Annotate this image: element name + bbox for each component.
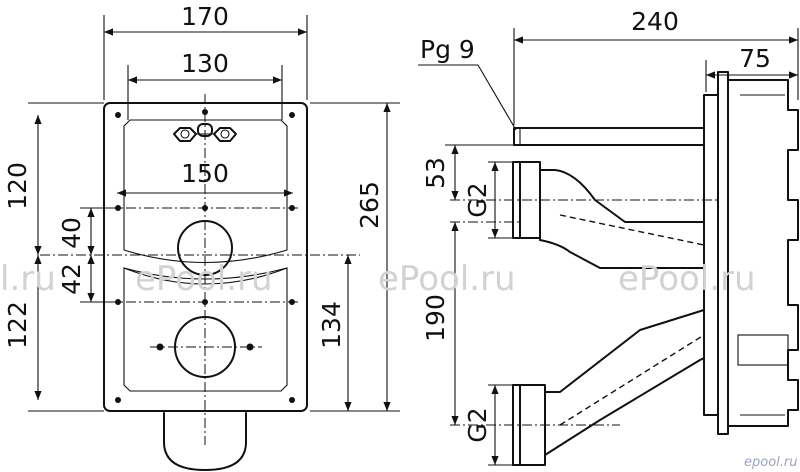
g2-upper: G2 (463, 161, 513, 239)
watermark-1: l.ru (0, 259, 56, 299)
front-view: 170 130 150 265 134 (3, 2, 400, 471)
side-lower-pipe (512, 309, 705, 466)
pg9-callout: Pg 9 (418, 35, 517, 131)
side-upper-pipe (512, 161, 705, 269)
side-gland-rod (513, 127, 705, 146)
dim-offset-42: 42 (57, 263, 86, 295)
dim-overall-width: 170 (181, 2, 229, 31)
side-body (727, 79, 799, 427)
watermarks: l.ru ePool.ru ePool.ru ePool.ru (0, 259, 756, 299)
dim-lower-height: 134 (317, 301, 346, 349)
label-g2-upper: G2 (463, 182, 492, 217)
dim-130: 130 (127, 49, 283, 120)
dim-150: 150 (117, 159, 293, 197)
dim-upper-section: 120 (3, 162, 32, 210)
side-flange-lip (717, 71, 729, 435)
g2-lower: G2 (463, 384, 513, 466)
watermark-3: ePool.ru (378, 259, 516, 299)
upper-hole (177, 220, 233, 276)
dim-flange-depth: 75 (739, 44, 771, 73)
dim-inner-width: 150 (181, 159, 229, 188)
cable-glands-front (173, 123, 237, 142)
side-flange (703, 94, 719, 416)
dim-vertical-spacing: 190 (421, 294, 450, 342)
dim-left-stack: 120 122 40 42 (3, 102, 118, 412)
dim-170: 170 (103, 2, 308, 100)
dim-75: 75 (705, 44, 798, 92)
dim-upper-offset: 53 (421, 157, 450, 189)
watermark-4: ePool.ru (618, 259, 756, 299)
front-bottom-pipe (163, 412, 247, 471)
watermark-2: ePool.ru (135, 259, 273, 299)
label-pg9: Pg 9 (420, 35, 475, 64)
dim-134: 134 (310, 255, 365, 412)
front-lower-panel (123, 267, 288, 392)
dim-265: 265 (310, 102, 400, 412)
dim-lower-section: 122 (3, 301, 32, 349)
corner-logo: epool.ru (744, 455, 798, 470)
dim-240: 240 (513, 7, 799, 125)
dim-53: 53 (421, 144, 514, 200)
lower-hole (174, 316, 236, 378)
dim-190: 190 (421, 222, 459, 425)
dim-offset-40: 40 (57, 217, 86, 249)
dim-depth-total: 240 (631, 7, 679, 36)
side-view: Pg 9 240 75 53 190 (418, 7, 799, 466)
front-upper-panel (123, 119, 288, 263)
dim-hole-spacing: 130 (181, 49, 229, 78)
dim-height-total: 265 (355, 181, 384, 229)
label-g2-lower: G2 (463, 407, 492, 442)
